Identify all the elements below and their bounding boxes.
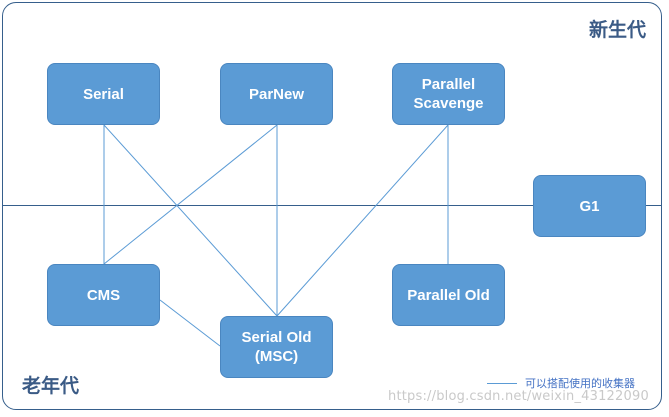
serial-old-collector-box: Serial Old (MSC) — [220, 316, 333, 378]
parnew-collector-box: ParNew — [220, 63, 333, 125]
parallel-scavenge-collector-box: Parallel Scavenge — [392, 63, 505, 125]
serial-collector-box: Serial — [47, 63, 160, 125]
connection-parallel_scavenge-serial_old — [276, 124, 449, 317]
legend-label: 可以搭配使用的收集器 — [525, 377, 635, 390]
legend: 可以搭配使用的收集器 — [487, 375, 635, 391]
connection-parnew-cms — [103, 124, 278, 265]
diagram-frame — [2, 2, 662, 410]
connection-serial-serial_old — [103, 124, 278, 317]
connection-cms-serial_old — [159, 299, 221, 347]
parallel-old-collector-box: Parallel Old — [392, 264, 505, 326]
young-generation-label: 新生代 — [589, 19, 647, 41]
g1-collector-box: G1 — [533, 175, 646, 237]
watermark: https://blog.csdn.net/weixin_43122090 — [388, 389, 649, 404]
legend-line-swatch — [487, 382, 517, 384]
generation-divider — [3, 205, 661, 206]
old-generation-label: 老年代 — [22, 375, 80, 397]
cms-collector-box: CMS — [47, 264, 160, 326]
